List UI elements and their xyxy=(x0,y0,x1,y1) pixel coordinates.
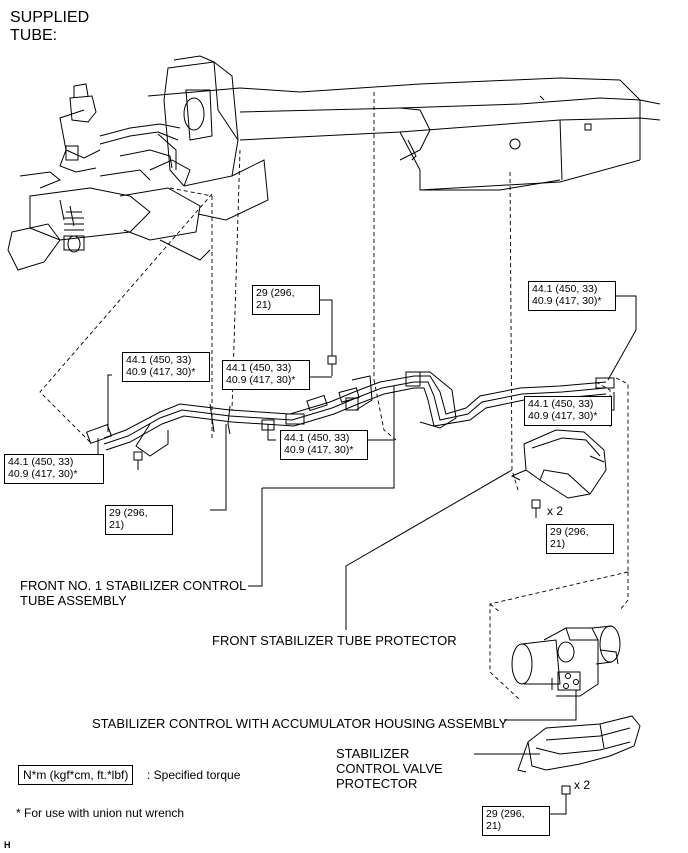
torque-line-1: 29 (296, xyxy=(486,808,525,820)
valve-protector-drawing xyxy=(517,715,641,773)
torque-box-bolt-lower-left: 29 (296, 21) xyxy=(105,505,173,535)
legend-unit-description: : Specified torque xyxy=(147,768,241,782)
torque-line-2: 40.9 (417, 30)* xyxy=(8,468,78,480)
torque-box-protector-bolt: 29 (296, 21) xyxy=(546,524,614,554)
torque-line-2: 21) xyxy=(486,820,502,832)
torque-box-valve-protector-bolt: 29 (296, 21) xyxy=(482,806,550,836)
quantity-label-valve: x 2 xyxy=(574,778,591,792)
vehicle-frame-drawing xyxy=(7,55,661,271)
torque-line-1: 44.1 (450, 33) xyxy=(528,398,594,410)
torque-line-1: 44.1 (450, 33) xyxy=(8,456,74,468)
title-line-2: TUBE: xyxy=(10,27,58,44)
part-label-line-2: CONTROL VALVE xyxy=(336,761,443,776)
diagram-title: SUPPLIED TUBE: xyxy=(10,9,89,45)
torque-box-union-right-upper: 44.1 (450, 33) 40.9 (417, 30)* xyxy=(528,281,616,311)
housing-drawing xyxy=(511,625,621,697)
torque-line-2: 40.9 (417, 30)* xyxy=(226,374,296,386)
dashed-guides xyxy=(39,92,629,701)
torque-line-2: 21) xyxy=(109,519,125,531)
part-label-line-1: FRONT NO. 1 STABILIZER CONTROL xyxy=(20,578,247,593)
quantity-label-protector: x 2 xyxy=(547,504,564,518)
torque-line-2: 40.9 (417, 30)* xyxy=(126,366,196,378)
spring-drawing xyxy=(63,211,85,253)
torque-line-1: 29 (296, xyxy=(550,526,589,538)
part-label-tube-protector: FRONT STABILIZER TUBE PROTECTOR xyxy=(212,633,457,648)
torque-line-2: 21) xyxy=(550,538,566,550)
part-label-front-tube: FRONT NO. 1 STABILIZER CONTROL TUBE ASSE… xyxy=(20,578,246,608)
part-label-control-housing: STABILIZER CONTROL WITH ACCUMULATOR HOUS… xyxy=(92,716,508,731)
torque-line-1: 29 (296, xyxy=(256,287,295,299)
torque-box-union-center: 44.1 (450, 33) 40.9 (417, 30)* xyxy=(222,360,310,390)
torque-box-union-center-lower: 44.1 (450, 33) 40.9 (417, 30)* xyxy=(280,430,368,460)
torque-box-union-left-upper: 44.1 (450, 33) 40.9 (417, 30)* xyxy=(122,352,210,382)
tube-protector-drawing xyxy=(510,429,607,499)
legend-unit-box: N*m (kgf*cm, ft.*lbf) xyxy=(18,765,134,785)
stabilizer-tubes xyxy=(85,355,615,804)
torque-line-1: 29 (296, xyxy=(109,507,148,519)
torque-box-union-left-lower: 44.1 (450, 33) 40.9 (417, 30)* xyxy=(4,454,104,484)
part-label-line-3: PROTECTOR xyxy=(336,776,418,791)
torque-line-2: 21) xyxy=(256,299,272,311)
part-label-line-1: STABILIZER xyxy=(336,746,410,761)
torque-line-1: 44.1 (450, 33) xyxy=(532,283,598,295)
leader-lines xyxy=(97,295,637,815)
title-line-1: SUPPLIED xyxy=(10,9,90,26)
torque-box-bolt-upper: 29 (296, 21) xyxy=(252,285,320,315)
corner-mark: H xyxy=(4,840,11,850)
torque-line-1: 44.1 (450, 33) xyxy=(284,432,350,444)
torque-line-2: 40.9 (417, 30)* xyxy=(532,295,602,307)
part-label-line-2: TUBE ASSEMBLY xyxy=(20,593,127,608)
torque-line-2: 40.9 (417, 30)* xyxy=(284,444,354,456)
torque-line-2: 40.9 (417, 30)* xyxy=(528,410,598,422)
part-label-valve-protector: STABILIZER CONTROL VALVE PROTECTOR xyxy=(336,746,443,791)
legend-footnote: * For use with union nut wrench xyxy=(16,806,185,820)
torque-line-1: 44.1 (450, 33) xyxy=(226,362,292,374)
torque-box-union-right-lower: 44.1 (450, 33) 40.9 (417, 30)* xyxy=(524,396,612,426)
torque-line-1: 44.1 (450, 33) xyxy=(126,354,192,366)
